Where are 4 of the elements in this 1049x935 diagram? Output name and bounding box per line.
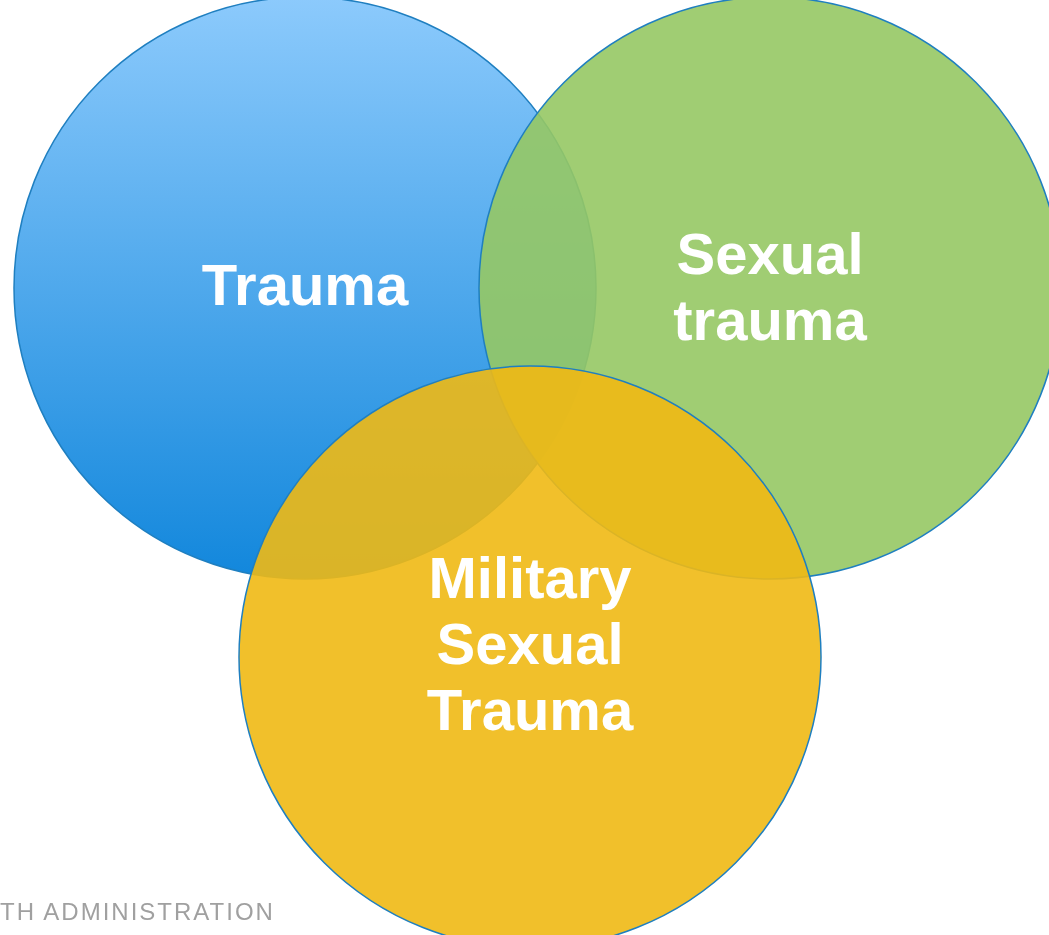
circle-label: Military Sexual Trauma [425, 545, 635, 743]
footer-text: TH ADMINISTRATION [0, 898, 275, 926]
circle-label: Sexual trauma [672, 221, 868, 353]
circle-label: Trauma [200, 252, 410, 318]
